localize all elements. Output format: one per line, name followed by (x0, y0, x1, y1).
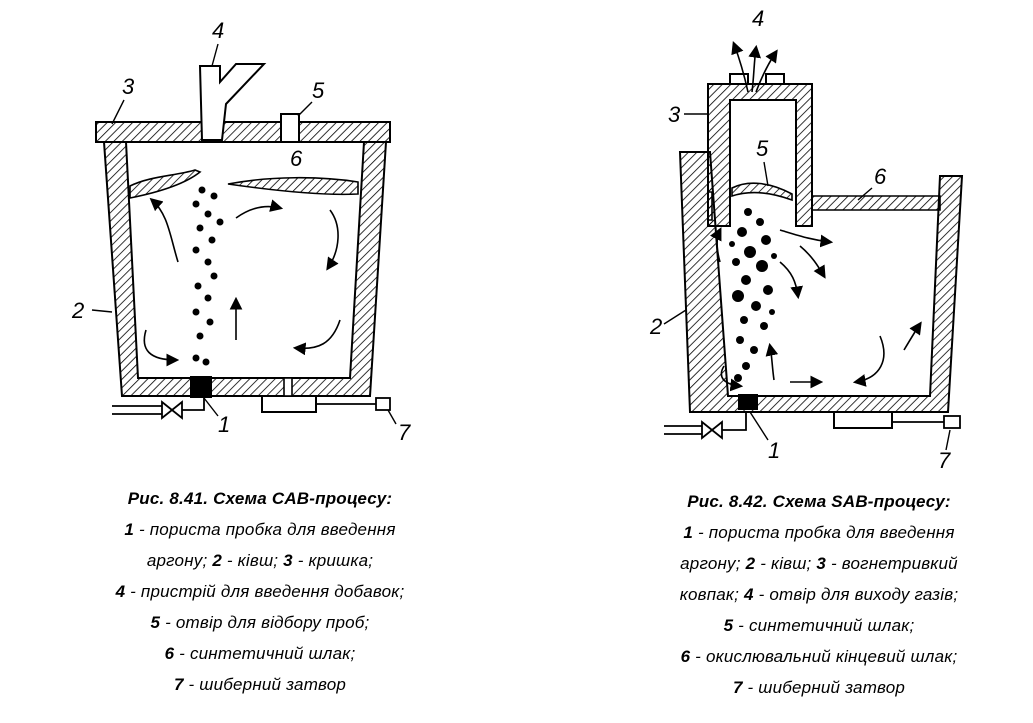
valve-icon (161, 400, 183, 420)
slag-layer (129, 169, 359, 199)
leader-1 (749, 411, 769, 441)
caption-sab: Рис. 8.42. Схема SAB-процесу: 1 - порист… (615, 486, 1023, 703)
porous-plug (738, 394, 758, 410)
flow-arrows (143, 197, 341, 367)
leader-7 (945, 429, 951, 451)
argon-bubbles (192, 186, 224, 366)
gas-vent (729, 73, 785, 84)
flow-arrows (709, 227, 922, 392)
label-6: 6 (874, 164, 887, 189)
leader-5 (763, 161, 769, 187)
label-3: 3 (122, 74, 135, 99)
argon-pipe (664, 412, 747, 435)
cab-process-figure: 3 4 5 6 2 1 7 (71, 18, 411, 445)
label-5: 5 (312, 78, 325, 103)
caption-line-3: 4 - пристрій для введення добавок; (115, 582, 405, 601)
leader-2 (91, 309, 113, 313)
caption-line-6: 7 - шиберний затвор (173, 675, 347, 694)
valve-icon (701, 420, 723, 440)
label-4: 4 (752, 6, 764, 31)
sab-process-figure: 4 3 5 6 2 1 7 (649, 6, 964, 473)
synthetic-slag (731, 182, 793, 202)
leader-1 (203, 397, 219, 417)
slide-gate (833, 411, 893, 429)
caption-line-1: 1 - пориста пробка для введення (124, 520, 396, 539)
label-2: 2 (71, 298, 84, 323)
caption-line-2: аргону; 2 - ківш; 3 - вогнетривкий (680, 554, 958, 573)
caption-line-5: 6 - окислювальний кінцевий шлак; (680, 647, 958, 666)
argon-pipe (112, 398, 205, 415)
caption-title: Рис. 8.41. Схема CAB-процесу: (127, 489, 393, 508)
label-5: 5 (756, 136, 769, 161)
oxidizing-slag (811, 195, 941, 211)
caption-line-1: 1 - пориста пробка для введення (683, 523, 955, 542)
label-7: 7 (938, 448, 951, 473)
caption-line-4: 5 - отвір для відбору проб; (150, 613, 370, 632)
leader-3 (111, 99, 125, 125)
leader-6 (857, 187, 873, 201)
left-slag (707, 191, 713, 221)
label-3: 3 (668, 102, 681, 127)
caption-cab: Рис. 8.41. Схема CAB-процесу: 1 - порист… (50, 483, 470, 700)
caption-line-5: 6 - синтетичний шлак; (164, 644, 356, 663)
caption-line-6: 7 - шиберний затвор (732, 678, 906, 697)
gas-outlet-arrows (731, 41, 778, 93)
label-2: 2 (649, 314, 662, 339)
gate-actuator (943, 415, 961, 429)
additive-device (198, 63, 267, 141)
leader-2 (663, 309, 687, 325)
label-4: 4 (212, 18, 224, 43)
slide-gate (261, 395, 317, 413)
caption-line-3: ковпак; 4 - отвір для виходу газів; (679, 585, 959, 604)
leader-5 (297, 101, 313, 117)
refractory-cap (707, 83, 813, 227)
nozzle (283, 377, 293, 397)
porous-plug (190, 376, 212, 398)
leader-4 (211, 43, 219, 67)
label-6: 6 (290, 146, 303, 171)
ladle-walls (102, 141, 388, 397)
gate-actuator (375, 397, 391, 411)
leader-7 (387, 409, 397, 425)
caption-line-4: 5 - синтетичний шлак; (723, 616, 915, 635)
sampling-port (280, 113, 300, 143)
label-1: 1 (218, 412, 230, 437)
caption-line-2: аргону; 2 - ківш; 3 - кришка; (146, 551, 374, 570)
caption-title: Рис. 8.42. Схема SAB-процесу: (687, 492, 951, 511)
label-7: 7 (398, 420, 411, 445)
lid (95, 121, 391, 143)
argon-bubbles (729, 208, 777, 382)
label-1: 1 (768, 438, 780, 463)
